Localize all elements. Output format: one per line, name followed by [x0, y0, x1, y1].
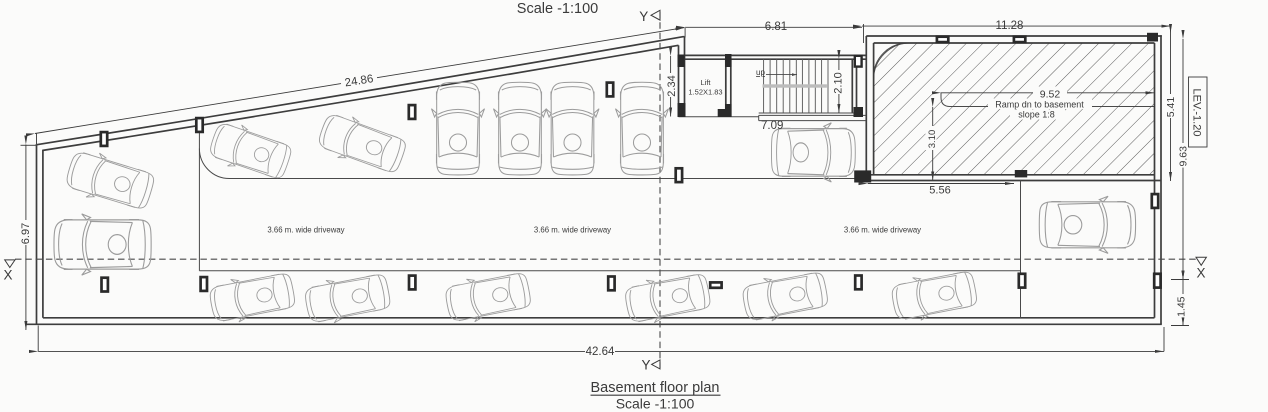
svg-text:Basement floor plan: Basement floor plan: [591, 380, 720, 396]
svg-text:Scale -1:100: Scale -1:100: [517, 1, 598, 17]
svg-text:9.63: 9.63: [1178, 146, 1190, 167]
svg-text:X: X: [1197, 266, 1206, 281]
svg-text:slope 1:8: slope 1:8: [1018, 110, 1055, 120]
svg-text:5.41: 5.41: [1165, 97, 1177, 118]
svg-text:up: up: [756, 68, 765, 77]
svg-text:Lift: Lift: [700, 78, 711, 87]
svg-text:24.86: 24.86: [344, 73, 374, 89]
svg-text:5.56: 5.56: [929, 185, 950, 197]
svg-text:3.10: 3.10: [927, 130, 938, 149]
svg-text:7.09: 7.09: [761, 120, 783, 132]
svg-text:Ramp dn to basement: Ramp dn to basement: [995, 99, 1084, 109]
svg-text:6.97: 6.97: [20, 223, 32, 244]
svg-text:2.10: 2.10: [833, 72, 845, 93]
svg-text:1.45: 1.45: [1175, 296, 1187, 317]
svg-text:9.52: 9.52: [1040, 89, 1061, 101]
svg-text:X: X: [4, 268, 13, 283]
svg-text:1.52X1.83: 1.52X1.83: [688, 88, 722, 97]
svg-text:3.66 m. wide driveway: 3.66 m. wide driveway: [534, 226, 611, 235]
svg-text:LEV.-1.20: LEV.-1.20: [1191, 89, 1203, 137]
svg-text:6.81: 6.81: [765, 21, 787, 33]
svg-text:Scale -1:100: Scale -1:100: [616, 396, 695, 412]
svg-text:42.64: 42.64: [586, 346, 615, 358]
svg-text:Y: Y: [639, 9, 648, 24]
svg-text:3.66 m. wide driveway: 3.66 m. wide driveway: [844, 226, 921, 235]
svg-text:2.34: 2.34: [666, 75, 678, 96]
svg-text:11.28: 11.28: [996, 20, 1024, 32]
svg-text:3.66 m. wide driveway: 3.66 m. wide driveway: [267, 226, 344, 235]
svg-text:Y: Y: [642, 357, 651, 372]
